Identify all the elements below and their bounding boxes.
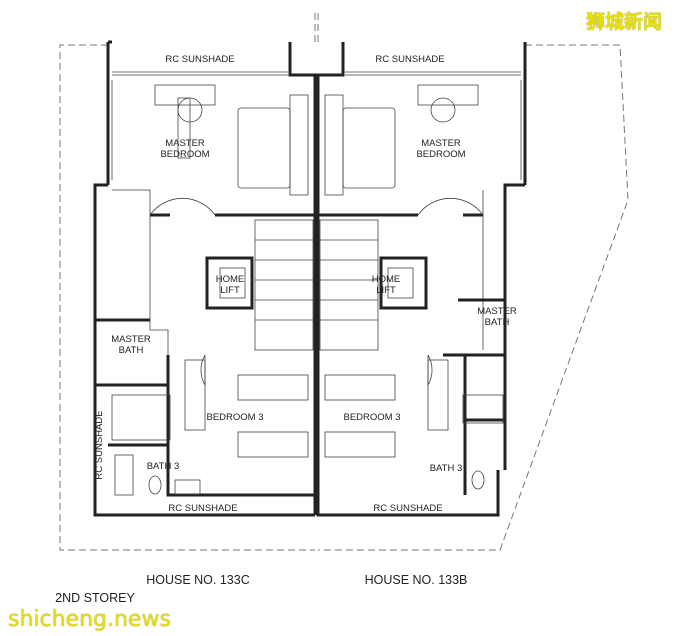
label-bath3-133c: BATH 3 [147, 461, 180, 472]
label-master-bath-133b-1: MASTER [477, 306, 517, 317]
label-master-bedroom-133c-2: BEDROOM [160, 149, 209, 160]
label-master-bath-133b-2: BATH [485, 317, 510, 328]
label-home-lift-133b-1: HOME [372, 274, 401, 285]
house-label-133b: HOUSE NO. 133B [365, 573, 468, 587]
label-sunshade-top-133b: RC SUNSHADE [375, 54, 444, 65]
label-bedroom3-133c: BEDROOM 3 [206, 412, 263, 423]
label-bath3-133b: BATH 3 [430, 463, 463, 474]
label-master-bath-133c-2: BATH [119, 345, 144, 356]
label-master-bedroom-133b-1: MASTER [421, 138, 461, 149]
label-master-bath-133c-1: MASTER [111, 334, 151, 345]
label-sunshade-side-133c: RC SUNSHADE [94, 410, 105, 479]
house-133c-walls [93, 40, 317, 517]
house-133b-walls [316, 42, 527, 517]
label-master-bedroom-133c-1: MASTER [165, 138, 205, 149]
label-sunshade-top-133c: RC SUNSHADE [165, 54, 234, 65]
label-sunshade-bottom-133b: RC SUNSHADE [373, 503, 442, 514]
label-master-bedroom-133b-2: BEDROOM [416, 149, 465, 160]
boundary-line [59, 10, 629, 551]
watermark-bottom-left: shicheng.news [8, 607, 171, 632]
label-home-lift-133c-1: HOME [216, 274, 245, 285]
label-bedroom3-133b: BEDROOM 3 [343, 412, 400, 423]
watermark-top-right: 狮城新闻 [585, 11, 662, 33]
storey-label: 2ND STOREY [55, 591, 135, 605]
label-home-lift-133b-2: LIFT [376, 285, 396, 296]
label-sunshade-bottom-133c: RC SUNSHADE [168, 503, 237, 514]
label-home-lift-133c-2: LIFT [220, 285, 240, 296]
house-label-133c: HOUSE NO. 133C [146, 573, 250, 587]
